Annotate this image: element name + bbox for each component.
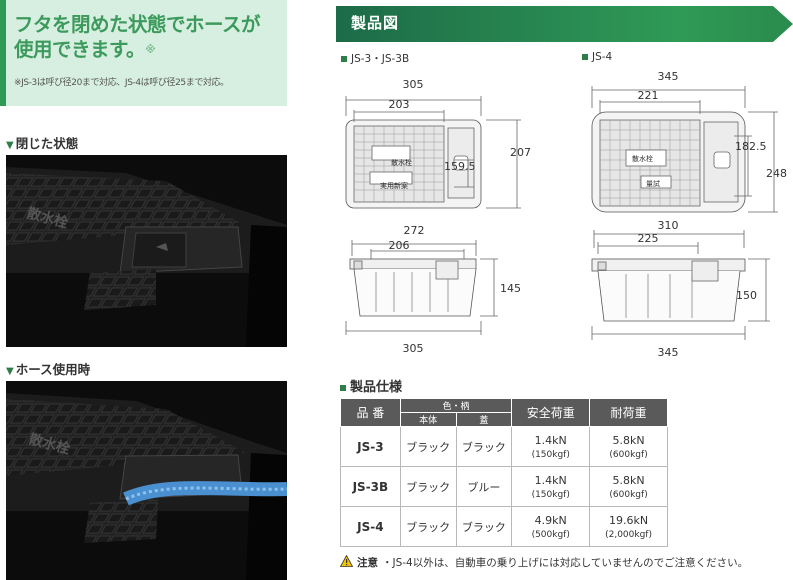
row-proof-load: 5.8kN (600kgf) <box>589 426 668 467</box>
dim-js4-side-bottom: 345 <box>658 346 679 359</box>
hose-state-heading: ▼ホース使用時 <box>6 359 90 378</box>
dim-js4-side-height: 150 <box>736 289 757 302</box>
row-code: JS-3B <box>340 466 401 507</box>
proof-load-kgf: (600kgf) <box>609 449 648 460</box>
dim-js4-top-inner: 221 <box>638 89 659 102</box>
proof-load-value: 19.6kN <box>609 513 649 527</box>
dim-js3-side-inner: 206 <box>389 239 410 252</box>
square-bullet-icon <box>582 54 588 60</box>
square-bullet-icon <box>340 384 346 391</box>
spec-table: 品 番 色・柄 安全荷重 耐荷重 本体 蓋 JS-3 ブラック ブラック 1.4… <box>340 398 668 547</box>
safe-load-kgf: (150kgf) <box>531 449 570 460</box>
dim-js4-height-outer: 248 <box>766 167 787 180</box>
row-body-color: ブラック <box>399 506 457 547</box>
dim-js3-height-inner: 159.5 <box>444 160 476 173</box>
row-proof-load: 5.8kN (600kgf) <box>589 466 668 507</box>
spec-header-code: 品 番 <box>340 398 401 427</box>
row-code: JS-4 <box>340 506 401 547</box>
dim-js3-height-outer: 207 <box>510 146 531 159</box>
safe-load-value: 1.4kN <box>534 433 567 447</box>
safe-load-kgf: (150kgf) <box>531 489 570 500</box>
warning-icon <box>339 554 354 567</box>
row-code: JS-3 <box>340 426 401 467</box>
spec-title-text: 製品仕様 <box>350 380 403 395</box>
dim-js3-side-height: 145 <box>500 282 521 295</box>
closed-state-photo: 散水栓 <box>6 155 287 347</box>
proof-load-kgf: (2,000kgf) <box>605 529 652 540</box>
js4-plate-text: 量試 <box>646 179 660 188</box>
row-lid-color: ブルー <box>455 466 513 507</box>
closed-state-label: 閉じた状態 <box>15 136 79 151</box>
js4-lid-text: 散水栓 <box>632 154 653 163</box>
spec-header-safe-load: 安全荷重 <box>511 398 591 427</box>
row-lid-color: ブラック <box>455 506 513 547</box>
feature-title-line1: フタを閉めた状態でホースが <box>14 13 261 36</box>
caution-text: ・JS-4以外は、自動車の乗り上げには対応していませんのでご注意ください。 <box>382 557 749 569</box>
row-safe-load: 1.4kN (150kgf) <box>511 426 591 467</box>
safe-load-value: 4.9kN <box>534 513 567 527</box>
js4-top-view <box>591 86 778 340</box>
table-row: JS-3B ブラック ブルー 1.4kN (150kgf) 5.8kN (600kg… <box>340 466 668 507</box>
spec-header-proof-load: 耐荷重 <box>589 398 668 427</box>
proof-load-kgf: (600kgf) <box>609 489 648 500</box>
feature-title-mark: ※ <box>145 43 156 56</box>
spec-header-lid: 蓋 <box>455 412 513 427</box>
caution-label: 注意 <box>357 557 378 569</box>
caution-note: 注意・JS-4以外は、自動車の乗り上げには対応していませんのでご注意ください。 <box>339 554 749 570</box>
js3-plate-text: 実用新案 <box>380 181 408 190</box>
js3-model-text: JS-3・JS-3B <box>351 53 410 65</box>
feature-note: ※JS-3は呼び径20まで対応、JS-4は呼び径25まで対応。 <box>14 78 229 88</box>
drawing-header-bar <box>336 6 793 42</box>
js4-model-label: JS-4 <box>582 51 612 63</box>
table-row: JS-3 ブラック ブラック 1.4kN (150kgf) 5.8kN (600kg… <box>340 426 668 467</box>
drawing-title: 製品図 <box>351 14 400 32</box>
table-row: JS-4 ブラック ブラック 4.9kN (500kgf) 19.6kN (2,00… <box>340 506 668 547</box>
triangle-icon: ▼ <box>6 140 14 151</box>
row-body-color: ブラック <box>399 466 457 507</box>
triangle-icon: ▼ <box>6 366 14 377</box>
row-lid-color: ブラック <box>455 426 513 467</box>
spec-header-color: 色・柄 <box>399 398 513 413</box>
spec-title: 製品仕様 <box>340 376 402 395</box>
hose-state-label: ホース使用時 <box>15 362 91 377</box>
js4-model-text: JS-4 <box>592 51 613 63</box>
closed-state-heading: ▼閉じた状態 <box>6 133 78 152</box>
js3-lid-text: 散水栓 <box>391 158 412 167</box>
row-proof-load: 19.6kN (2,000kgf) <box>589 506 668 547</box>
safe-load-kgf: (500kgf) <box>531 529 570 540</box>
dim-js3-top-inner: 203 <box>389 98 410 111</box>
safe-load-value: 1.4kN <box>534 473 567 487</box>
proof-load-value: 5.8kN <box>612 473 645 487</box>
js3-model-label: JS-3・JS-3B <box>341 51 409 66</box>
hose-state-photo: 散水栓 <box>6 381 287 580</box>
proof-load-value: 5.8kN <box>612 433 645 447</box>
js3-top-view <box>345 96 521 335</box>
dim-js4-top-outer: 345 <box>658 70 679 83</box>
feature-banner <box>0 0 287 106</box>
row-safe-load: 4.9kN (500kgf) <box>511 506 591 547</box>
dim-js4-side-inner: 225 <box>638 232 659 245</box>
feature-title-line2: 使用できます。 <box>14 38 146 61</box>
product-drawings: 305 203 207 159.5 散水栓 実用新案 272 206 145 3… <box>345 70 787 359</box>
row-safe-load: 1.4kN (150kgf) <box>511 466 591 507</box>
dim-js4-side-top: 310 <box>658 219 679 232</box>
dim-js3-side-bottom: 305 <box>403 342 424 355</box>
feature-title: フタを閉めた状態でホースが 使用できます。※ <box>14 12 282 62</box>
row-body-color: ブラック <box>399 426 457 467</box>
spec-header-body: 本体 <box>399 412 457 427</box>
dim-js3-top-outer: 305 <box>403 78 424 91</box>
dim-js4-height-inner: 182.5 <box>735 140 767 153</box>
square-bullet-icon <box>341 56 347 62</box>
dim-js3-side-top: 272 <box>404 224 425 237</box>
